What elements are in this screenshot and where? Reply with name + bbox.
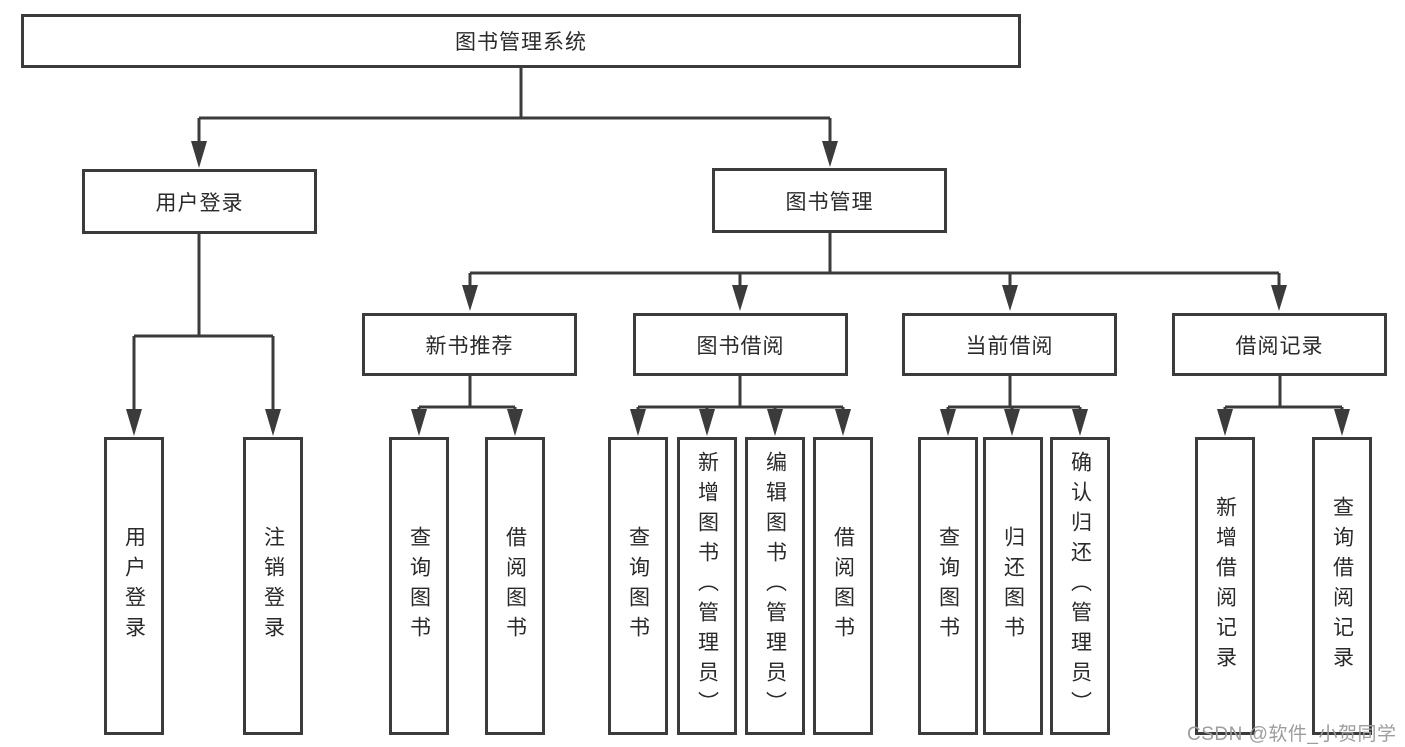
arrow-down-icon: [126, 409, 142, 436]
node-new-book-recommend: 新书推荐: [362, 313, 577, 376]
leaf-label: 新增借阅记录: [1213, 496, 1237, 676]
arrow-down-icon: [630, 409, 646, 436]
node-current-borrow: 当前借阅: [902, 313, 1117, 376]
connector-root-to-level2: [191, 68, 838, 168]
arrow-down-icon: [822, 141, 838, 167]
arrow-down-icon: [1072, 409, 1088, 436]
leaf-edit-books-admin: 编辑图书（管理员）: [745, 437, 805, 735]
leaf-add-books-admin: 新增图书（管理员）: [677, 437, 737, 735]
leaf-return-books: 归还图书: [983, 437, 1043, 735]
leaf-confirm-return-admin: 确认归还（管理员）: [1050, 437, 1110, 735]
node-borrow-records: 借阅记录: [1172, 313, 1387, 376]
connector-current-borrow-children: [940, 376, 1088, 436]
leaf-add-borrow-record: 新增借阅记录: [1195, 437, 1255, 735]
leaf-label: 借阅图书: [503, 526, 527, 646]
node-root: 图书管理系统: [21, 14, 1021, 68]
leaf-label: 编辑图书（管理员）: [763, 451, 787, 721]
arrow-down-icon: [767, 409, 783, 436]
arrow-down-icon: [699, 409, 715, 436]
leaf-label: 归还图书: [1001, 526, 1025, 646]
watermark-text: CSDN @软件_小贺同学: [1187, 724, 1397, 745]
connector-borrow-records-children: [1217, 376, 1350, 436]
arrow-down-icon: [835, 409, 851, 436]
leaf-user-login: 用户登录: [104, 437, 164, 735]
arrow-down-icon: [462, 285, 478, 311]
leaf-query-borrow-record: 查询借阅记录: [1312, 437, 1372, 735]
leaf-logout-login: 注销登录: [243, 437, 303, 735]
connector-new-book-recommend-children: [411, 376, 523, 436]
arrow-down-icon: [940, 409, 956, 436]
leaf-label: 查询图书: [936, 526, 960, 646]
leaf-label: 确认归还（管理员）: [1068, 451, 1092, 721]
leaf-label: 查询图书: [407, 526, 431, 646]
arrow-down-icon: [1217, 409, 1233, 436]
arrow-down-icon: [1002, 285, 1018, 311]
leaf-query-books-borrow: 查询图书: [608, 437, 668, 735]
connector-book-borrow-children: [630, 376, 851, 436]
leaf-query-books-current: 查询图书: [918, 437, 978, 735]
arrow-down-icon: [411, 409, 427, 436]
node-user-login: 用户登录: [82, 169, 317, 234]
leaf-label: 注销登录: [261, 526, 285, 646]
leaf-label: 用户登录: [122, 526, 146, 646]
arrow-down-icon: [1334, 409, 1350, 436]
arrow-down-icon: [1271, 285, 1287, 311]
arrow-down-icon: [1004, 409, 1020, 436]
arrow-down-icon: [265, 409, 281, 436]
leaf-label: 借阅图书: [831, 526, 855, 646]
leaf-query-books-recommend: 查询图书: [389, 437, 449, 735]
connector-book-management-children: [462, 233, 1287, 311]
leaf-borrow-books-recommend: 借阅图书: [485, 437, 545, 735]
arrow-down-icon: [191, 141, 207, 168]
leaf-label: 查询图书: [626, 526, 650, 646]
node-book-borrow: 图书借阅: [633, 313, 848, 376]
node-book-management: 图书管理: [712, 168, 947, 233]
leaf-label: 查询借阅记录: [1330, 496, 1354, 676]
leaf-borrow-books: 借阅图书: [813, 437, 873, 735]
leaf-label: 新增图书（管理员）: [695, 451, 719, 721]
arrow-down-icon: [507, 409, 523, 436]
connector-user-login-children: [126, 234, 281, 436]
arrow-down-icon: [732, 285, 748, 311]
